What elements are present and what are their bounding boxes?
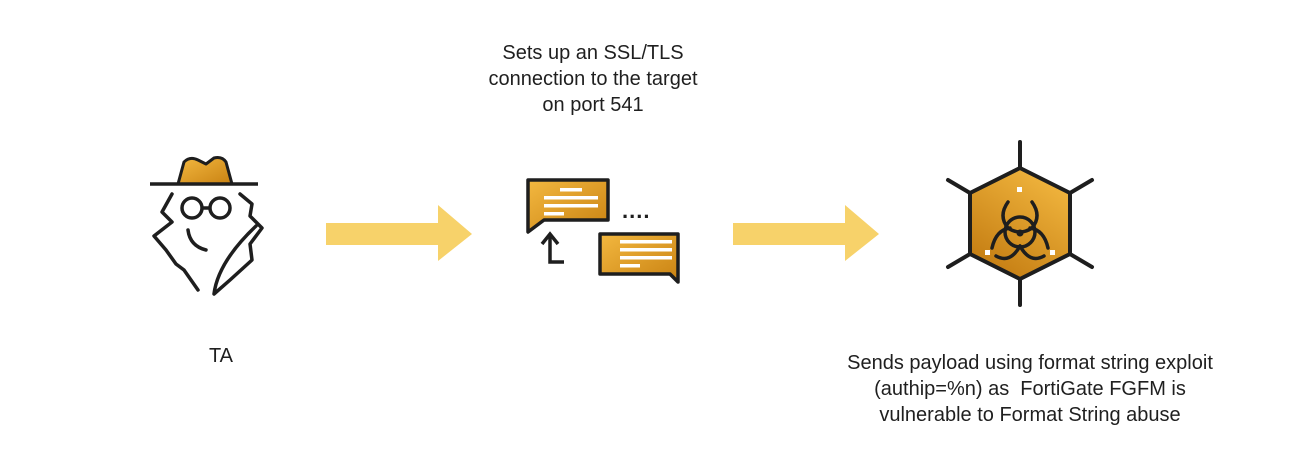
payload-description-line-1: Sends payload using format string exploi…	[847, 352, 1213, 374]
ellipsis-dots: ....	[622, 198, 651, 223]
ssl-description-line-1: Sets up an SSL/TLS	[502, 42, 684, 64]
ssl-description-line-2: connection to the target	[488, 68, 698, 90]
spy-icon	[140, 150, 290, 300]
actor-label: TA	[208, 345, 234, 367]
payload-description-line-2: (authip=%n) as FortiGate FGFM is	[874, 378, 1186, 400]
payload-description-line-3: vulnerable to Format String abuse	[879, 404, 1181, 426]
chat-exchange-icon	[522, 174, 692, 289]
arrow-right-icon	[733, 203, 883, 263]
ssl-description: Sets up an SSL/TLS connection to the tar…	[443, 40, 743, 118]
ssl-description-line-3: on port 541	[542, 94, 644, 116]
payload-description: Sends payload using format string exploi…	[770, 350, 1290, 428]
biohazard-hexagon-icon	[940, 136, 1100, 311]
arrow-right-icon	[326, 203, 476, 263]
